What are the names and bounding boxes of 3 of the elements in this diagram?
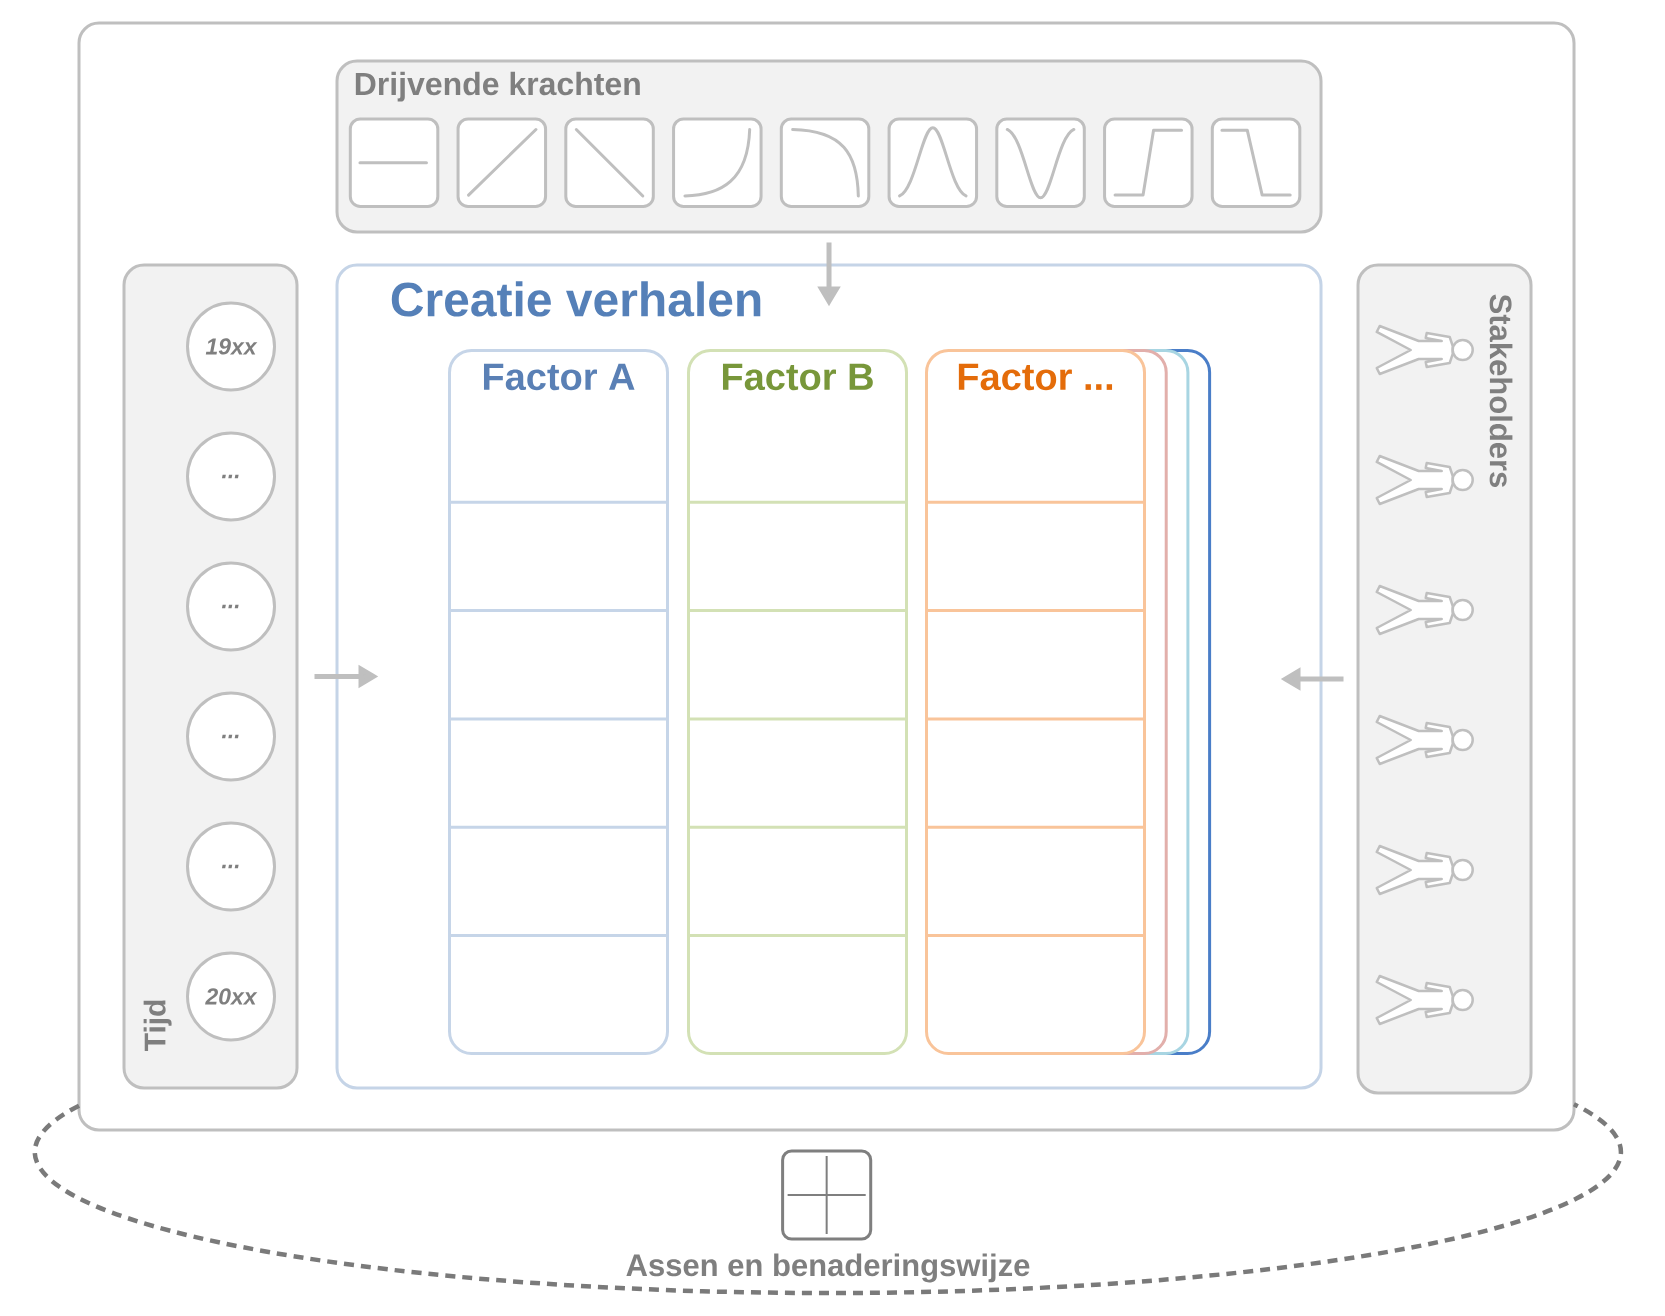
column-box: Factor B <box>687 349 908 1055</box>
column-box: Factor A <box>448 349 669 1055</box>
panel: Stakeholders <box>1356 263 1533 1095</box>
